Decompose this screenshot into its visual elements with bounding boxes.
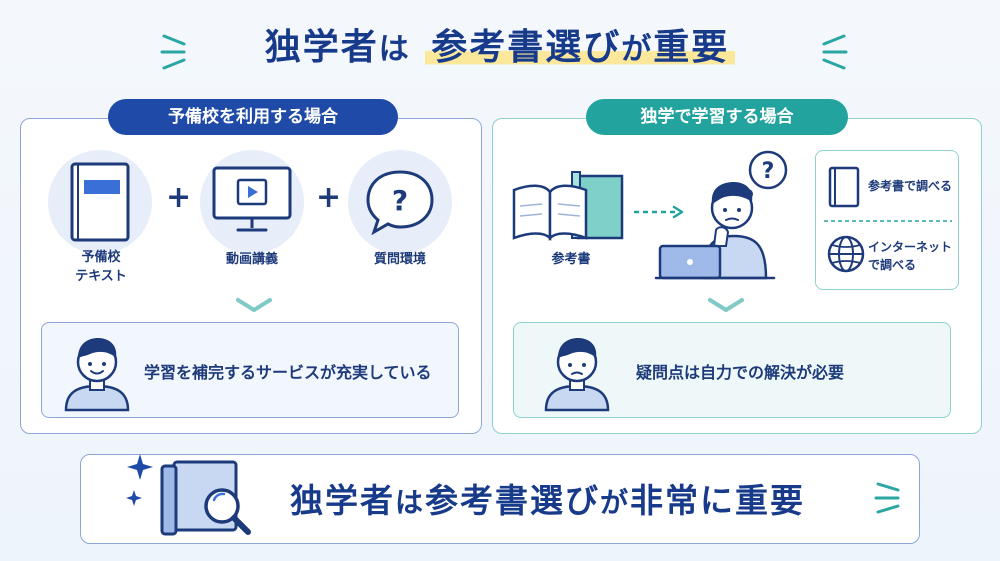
page-title: 独学者は 参考書選びが重要 (0, 18, 1000, 70)
reference-book-label: 参考書 (551, 252, 591, 267)
globe-icon (827, 235, 865, 273)
title-part2: は (378, 32, 411, 67)
prep-school-header: 予備校を利用する場合 (108, 99, 398, 135)
book-icon (828, 166, 860, 208)
dashed-arrow-icon (634, 205, 684, 219)
thinking-person-icon: ? (654, 150, 788, 280)
avatar-happy-icon (64, 338, 130, 412)
title-highlight: 参考書選びが重要 (425, 27, 736, 68)
dashed-divider (824, 220, 952, 222)
open-book-icon (512, 171, 624, 242)
sparkle-right-icon (822, 34, 848, 70)
plus-sign-2: + (316, 180, 342, 215)
question-env-label: 質問環境 (373, 252, 426, 267)
self-study-header: 独学で学習する場合 (586, 99, 848, 135)
question-bubble-icon: ? (366, 170, 434, 236)
self-study-result-text: 疑問点は自力での解決が必要 (636, 363, 845, 382)
sparkle-lines-icon (874, 482, 900, 514)
sparkle-left-icon (160, 34, 186, 70)
svg-text:?: ? (392, 184, 408, 217)
book-magnifier-icon (160, 460, 251, 536)
chevron-down-icon (708, 298, 744, 312)
sparkle-star-icon (126, 454, 153, 506)
textbook-icon (70, 162, 130, 242)
conclusion-text: 独学者は参考書選びが非常に重要 (290, 481, 806, 520)
prep-result-text: 学習を補完するサービスが充実している (144, 363, 432, 382)
video-monitor-icon (212, 166, 292, 232)
title-part1: 独学者 (264, 27, 379, 68)
avatar-worried-icon (544, 338, 610, 412)
video-label: 動画講義 (225, 252, 278, 267)
plus-sign-1: + (166, 180, 192, 215)
option-internet-label: インターネット で調べる (868, 240, 953, 272)
option-book-label: 参考書で調べる (868, 179, 953, 193)
svg-text:?: ? (762, 159, 775, 184)
textbook-label: 予備校 テキスト (75, 250, 127, 284)
chevron-down-icon (236, 298, 272, 312)
